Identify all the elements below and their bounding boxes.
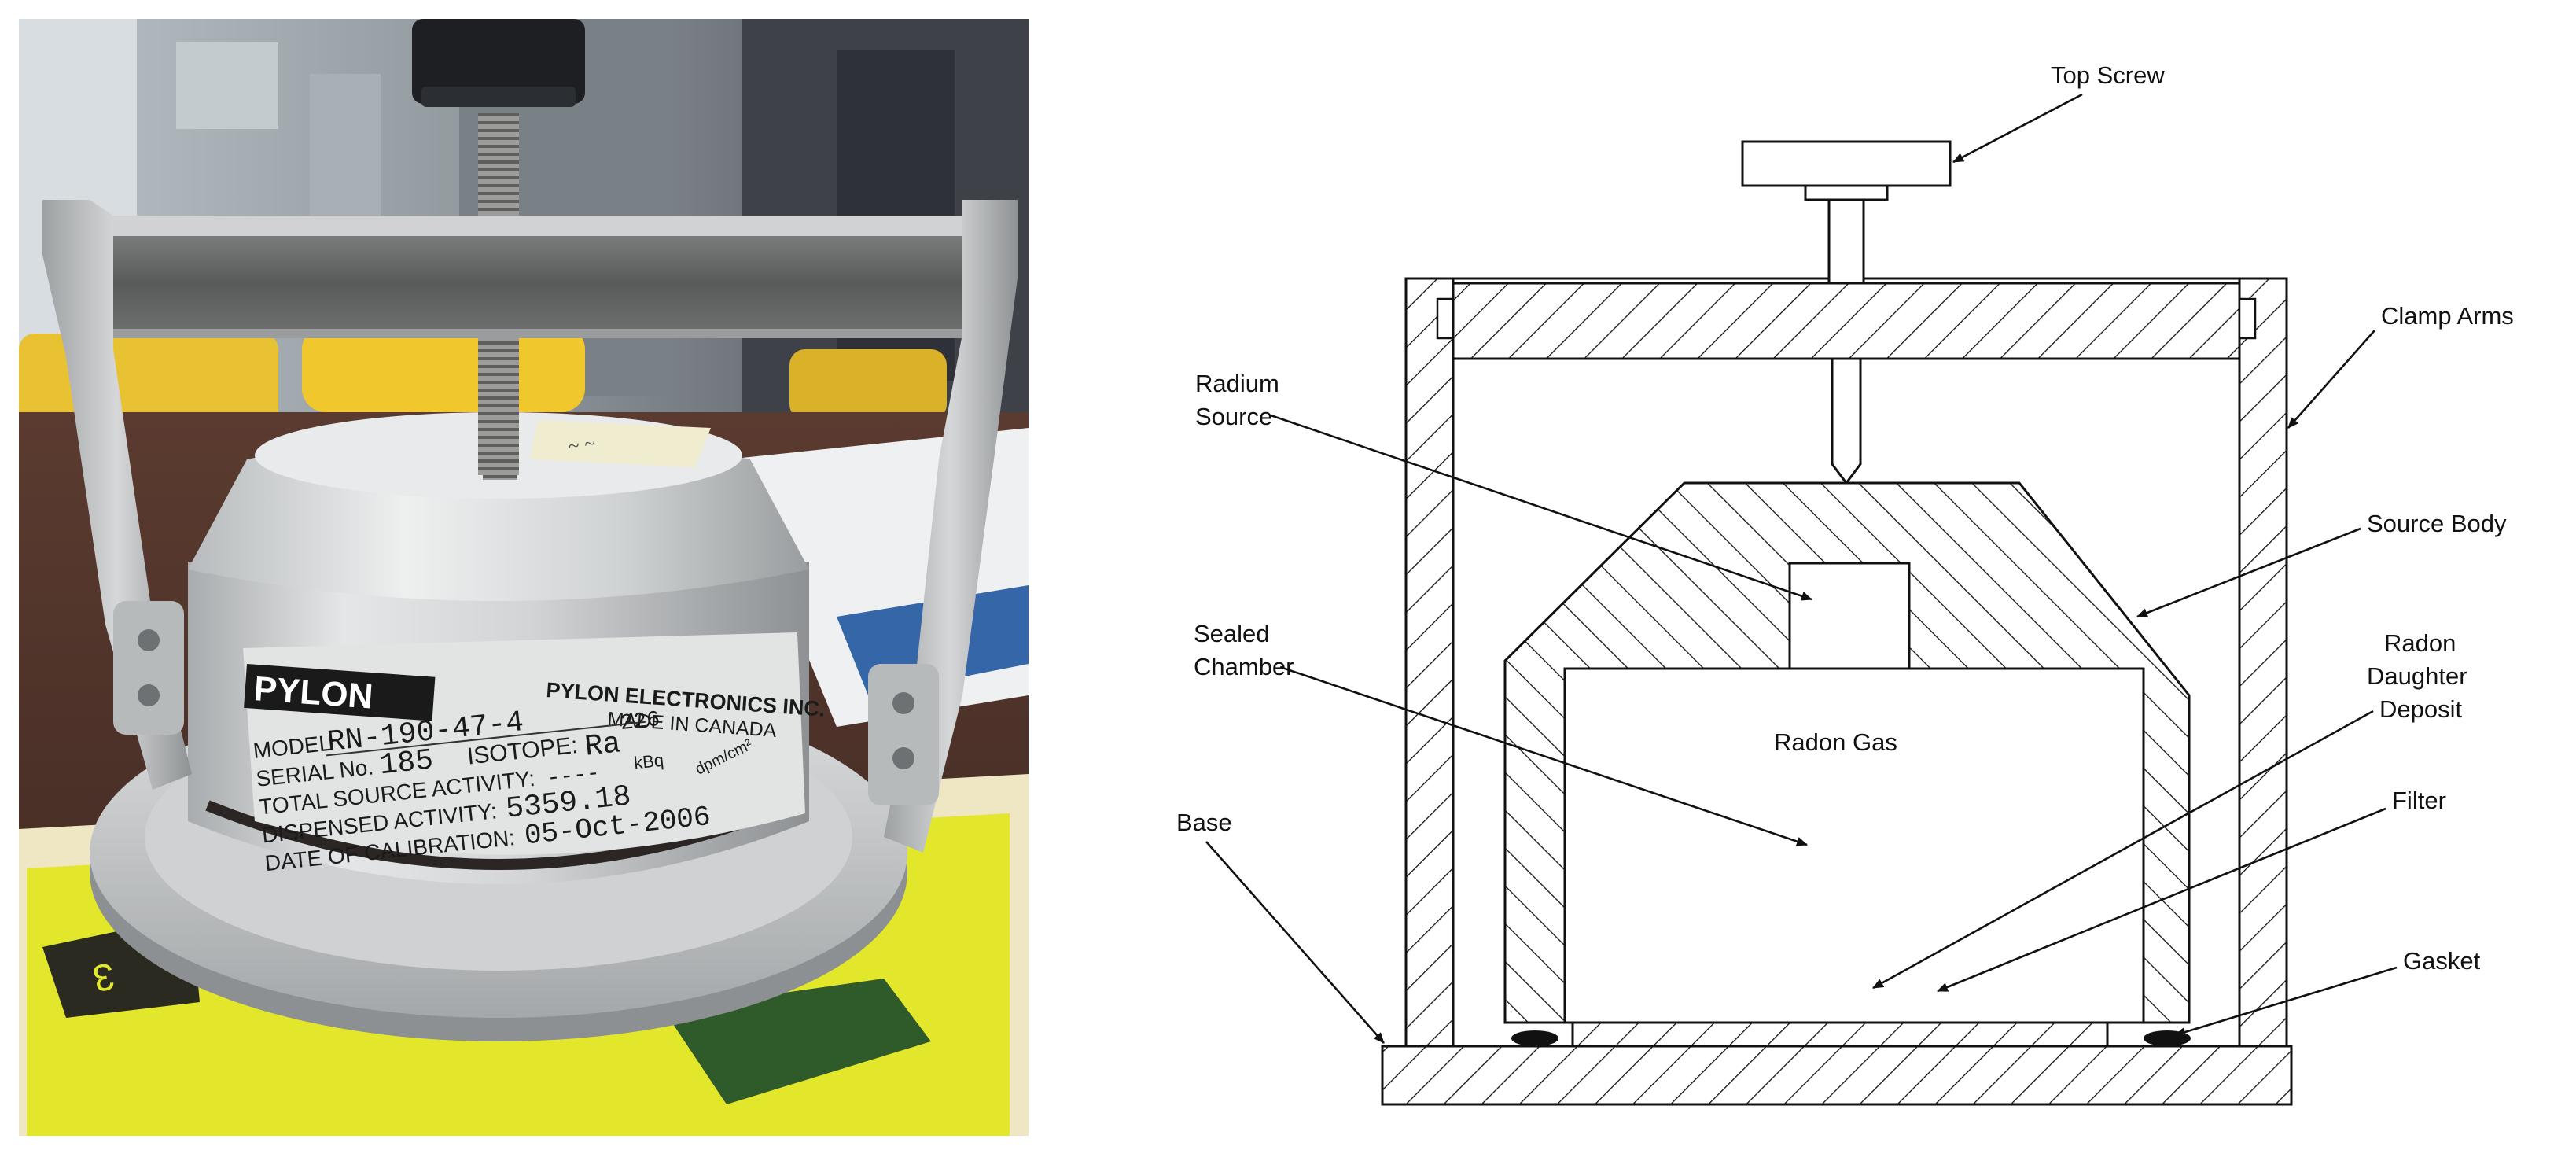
left-clamp-arm bbox=[1404, 277, 1455, 1048]
top-screw-knob bbox=[1741, 140, 1952, 187]
label-sealed-chamber-line1: Sealed bbox=[1194, 620, 1270, 647]
total-activity-unit: kBq bbox=[633, 750, 664, 773]
right-clamp-arm bbox=[2238, 277, 2288, 1048]
radon-source-diagram: Top Screw Clamp Arms Radium Source Sourc… bbox=[1176, 61, 2514, 1106]
label-radium-source-line1: Radium bbox=[1195, 370, 1279, 397]
label-radon-gas: Radon Gas bbox=[1774, 728, 1897, 756]
label-sealed-chamber-line2: Chamber bbox=[1194, 653, 1294, 680]
label-source-body: Source Body bbox=[2367, 510, 2507, 537]
label-top-screw: Top Screw bbox=[2051, 61, 2165, 89]
sealed-chamber-shape bbox=[1563, 667, 2145, 1024]
label-radium-source-line2: Source bbox=[1195, 403, 1272, 430]
label-radon-daughter-line2: Daughter bbox=[2367, 662, 2467, 690]
top-plate bbox=[1452, 282, 2241, 360]
left-gasket bbox=[1511, 1030, 1558, 1046]
svg-text:~ ~: ~ ~ bbox=[567, 431, 597, 458]
label-base: Base bbox=[1176, 809, 1232, 836]
label-clamp-arms: Clamp Arms bbox=[2381, 302, 2514, 330]
total-activity-value: ---- bbox=[546, 761, 601, 791]
label-gasket: Gasket bbox=[2403, 947, 2481, 975]
label-filter: Filter bbox=[2392, 787, 2446, 814]
base-shape bbox=[1381, 1045, 2293, 1106]
isotope-mass: 226 bbox=[619, 708, 661, 736]
label-radon-daughter-line1: Radon bbox=[2384, 629, 2456, 657]
radium-source-shape bbox=[1788, 562, 1911, 670]
serial-value: 185 bbox=[378, 743, 436, 783]
brand-logo: PYLON bbox=[252, 669, 374, 716]
label-radon-daughter-line3: Deposit bbox=[2379, 695, 2462, 723]
device-photo: 3 ~ ~ PYLON PYLON ELECTRONICS INC. MADE … bbox=[19, 19, 1029, 1136]
screw-shaft bbox=[1831, 357, 1862, 485]
isotope-value: Ra bbox=[583, 727, 623, 765]
